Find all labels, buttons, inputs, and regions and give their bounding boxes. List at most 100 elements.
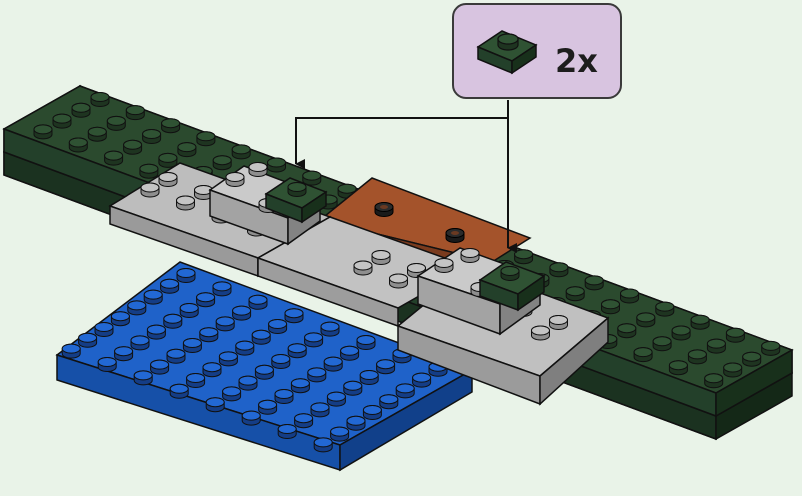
stud [231, 144, 251, 160]
stud [87, 126, 107, 142]
stud [125, 105, 145, 121]
stud [248, 294, 268, 310]
stud [186, 373, 206, 388]
stud [307, 367, 327, 383]
parts-callout: 2x [452, 3, 622, 99]
stud [182, 338, 202, 353]
stud [668, 360, 688, 376]
stud [346, 415, 366, 431]
stud [274, 389, 294, 404]
stud [723, 362, 743, 378]
new-dark-green-plate-right [478, 261, 546, 312]
stud [549, 315, 568, 330]
stud [690, 314, 710, 330]
stud [146, 324, 166, 340]
stud [169, 383, 189, 399]
arrow-left [295, 100, 509, 169]
stud [565, 286, 585, 302]
stud [212, 281, 232, 297]
new-dark-green-plate-left [264, 177, 328, 224]
stud [313, 437, 333, 453]
stud [725, 327, 745, 343]
stud [652, 336, 672, 352]
stud [199, 327, 219, 343]
blue-plate [55, 261, 474, 472]
stud [310, 402, 330, 418]
stud [284, 308, 304, 324]
stud [212, 155, 232, 171]
stud [330, 426, 350, 442]
stud [267, 157, 286, 173]
stud [158, 172, 178, 187]
stud [238, 375, 258, 391]
stud [412, 372, 432, 388]
stud [104, 150, 124, 166]
stud [114, 346, 134, 362]
stud [271, 354, 291, 369]
stud [359, 370, 379, 385]
stud [158, 152, 178, 168]
stud [140, 182, 160, 198]
stud [232, 305, 252, 321]
stud [142, 129, 162, 144]
stud [268, 319, 288, 334]
stud [52, 113, 72, 129]
stud [395, 383, 415, 399]
stud [110, 311, 130, 327]
stud [617, 323, 637, 339]
stud [139, 163, 159, 179]
stud [340, 345, 360, 361]
stud [294, 413, 314, 429]
stud [254, 364, 274, 380]
stud [687, 349, 707, 365]
stud [362, 405, 382, 420]
stud [123, 139, 143, 155]
stud [531, 325, 550, 341]
callout-arrows [295, 100, 517, 253]
stud [177, 142, 197, 158]
dark-green-1x2-plate-icon [476, 30, 538, 75]
stud [290, 378, 310, 394]
stud [90, 92, 110, 107]
stud [304, 332, 324, 348]
stud [742, 351, 762, 367]
stud [636, 312, 656, 328]
stud [127, 300, 147, 316]
stud [671, 325, 691, 341]
stud [323, 356, 343, 372]
stud [584, 275, 604, 291]
stud [215, 316, 235, 332]
stud [389, 273, 408, 289]
stud [218, 351, 238, 367]
stud [353, 260, 373, 276]
stud [94, 322, 114, 337]
stud [196, 131, 216, 147]
stud [68, 137, 88, 153]
stud [704, 373, 724, 389]
stud [130, 335, 150, 351]
stud [160, 278, 180, 294]
stud [633, 347, 653, 363]
stud [150, 359, 170, 375]
stud [166, 348, 186, 364]
stud [33, 124, 53, 140]
stud [371, 250, 391, 265]
stud [514, 249, 534, 265]
stud [241, 410, 261, 426]
stud [379, 394, 399, 410]
stud [61, 343, 81, 359]
stud [343, 380, 363, 396]
quantity-label: 2x [555, 42, 598, 80]
stud [277, 424, 297, 439]
stud [161, 118, 181, 134]
stud [302, 170, 322, 186]
stud [320, 321, 340, 337]
stud [251, 329, 271, 345]
stud [163, 313, 183, 329]
stud [133, 370, 153, 386]
stud [78, 332, 98, 348]
stud [549, 262, 569, 278]
stud [326, 391, 346, 407]
stud [761, 340, 781, 356]
